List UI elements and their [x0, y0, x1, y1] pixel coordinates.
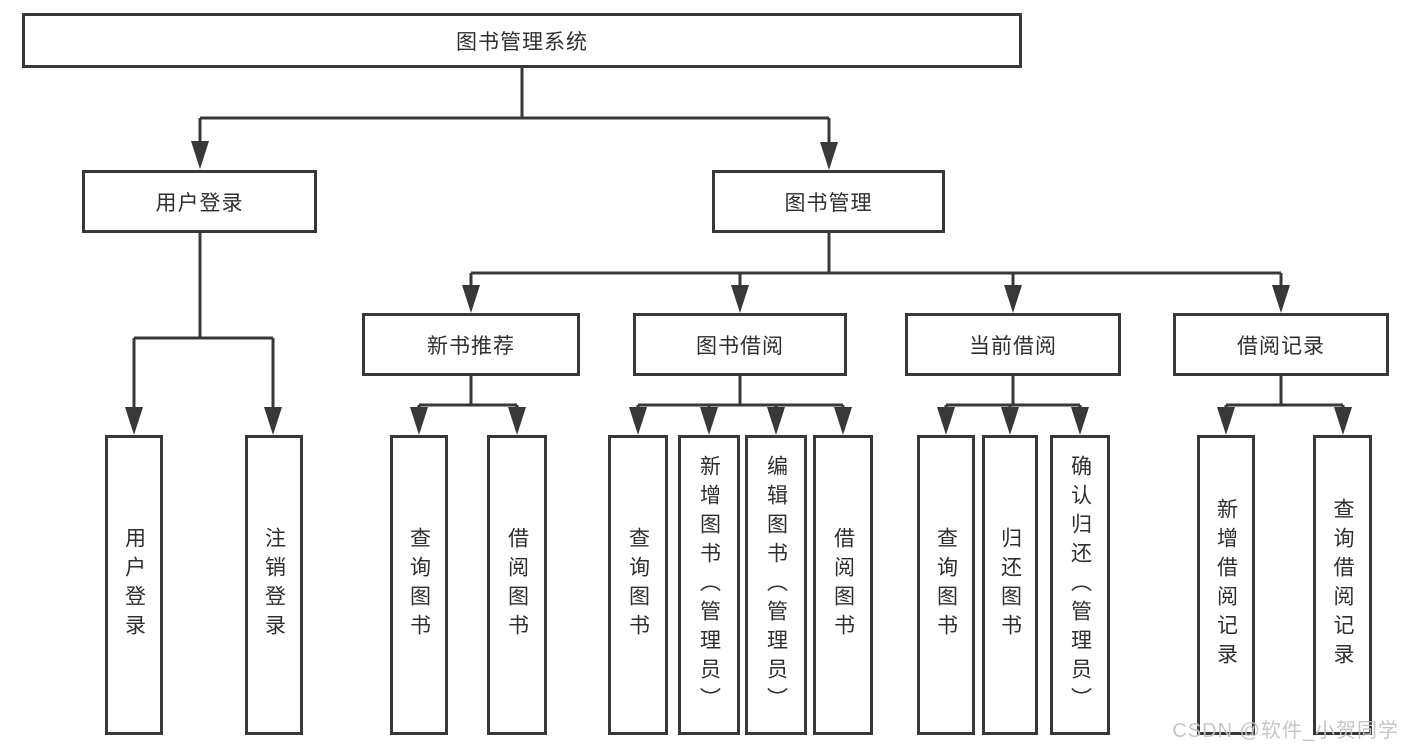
- node-root-library-system: 图书管理系统: [22, 13, 1022, 68]
- node-user-login: 用户登录: [82, 170, 317, 233]
- node-user-login-label: 用户登录: [155, 191, 244, 215]
- node-new-book-recommend: 新书推荐: [362, 313, 580, 376]
- node-book-borrowing-label: 图书借阅: [696, 334, 784, 358]
- leaf-confirm-return-admin-label: 确认归还（管理员）: [1068, 454, 1092, 716]
- leaf-query-books-recommend-label: 查询图书: [407, 527, 431, 643]
- edge-recommend-to-leaves: [410, 376, 526, 435]
- node-book-borrowing: 图书借阅: [633, 313, 847, 376]
- leaf-confirm-return-admin: 确认归还（管理员）: [1050, 435, 1110, 735]
- leaf-logout-label: 注销登录: [262, 527, 286, 643]
- leaf-query-books-current-label: 查询图书: [934, 527, 958, 643]
- leaf-add-borrow-record-label: 新增借阅记录: [1214, 498, 1238, 672]
- node-current-borrowing-label: 当前借阅: [969, 334, 1057, 358]
- node-new-book-recommend-label: 新书推荐: [427, 334, 515, 358]
- edge-records-to-leaves: [1217, 376, 1352, 435]
- edge-user-login-to-leaves: [125, 233, 282, 435]
- leaf-borrow-books-borrowing: 借阅图书: [813, 435, 873, 735]
- node-current-borrowing: 当前借阅: [905, 313, 1121, 376]
- leaf-query-books-borrowing: 查询图书: [608, 435, 668, 735]
- node-borrowing-records: 借阅记录: [1173, 313, 1389, 376]
- node-root-label: 图书管理系统: [456, 30, 588, 54]
- csdn-watermark: CSDN @软件_小贺同学: [1172, 720, 1399, 742]
- leaf-borrow-books-recommend-label: 借阅图书: [505, 527, 529, 643]
- leaf-return-books: 归还图书: [982, 435, 1038, 735]
- leaf-user-login: 用户登录: [105, 435, 163, 735]
- leaf-edit-books-admin-label: 编辑图书（管理员）: [764, 454, 788, 716]
- leaf-add-books-admin-label: 新增图书（管理员）: [697, 454, 721, 716]
- leaf-edit-books-admin: 编辑图书（管理员）: [745, 435, 807, 735]
- leaf-add-books-admin: 新增图书（管理员）: [678, 435, 740, 735]
- edge-current-to-leaves: [937, 376, 1089, 435]
- leaf-return-books-label: 归还图书: [998, 527, 1022, 643]
- leaf-borrow-books-recommend: 借阅图书: [487, 435, 547, 735]
- edge-root-to-level2: [191, 68, 838, 170]
- leaf-logout: 注销登录: [245, 435, 303, 735]
- leaf-user-login-label: 用户登录: [122, 527, 146, 643]
- leaf-query-books-borrowing-label: 查询图书: [626, 527, 650, 643]
- node-borrowing-records-label: 借阅记录: [1237, 334, 1325, 358]
- edge-book-mgmt-to-level3: [462, 233, 1290, 313]
- edge-borrowing-to-leaves: [629, 376, 852, 435]
- node-book-management-label: 图书管理: [784, 191, 873, 215]
- leaf-query-borrow-record-label: 查询借阅记录: [1331, 498, 1355, 672]
- leaf-add-borrow-record: 新增借阅记录: [1197, 435, 1255, 735]
- leaf-query-books-recommend: 查询图书: [390, 435, 448, 735]
- leaf-query-borrow-record: 查询借阅记录: [1313, 435, 1372, 735]
- node-book-management: 图书管理: [712, 170, 945, 233]
- leaf-query-books-current: 查询图书: [917, 435, 975, 735]
- leaf-borrow-books-borrowing-label: 借阅图书: [831, 527, 855, 643]
